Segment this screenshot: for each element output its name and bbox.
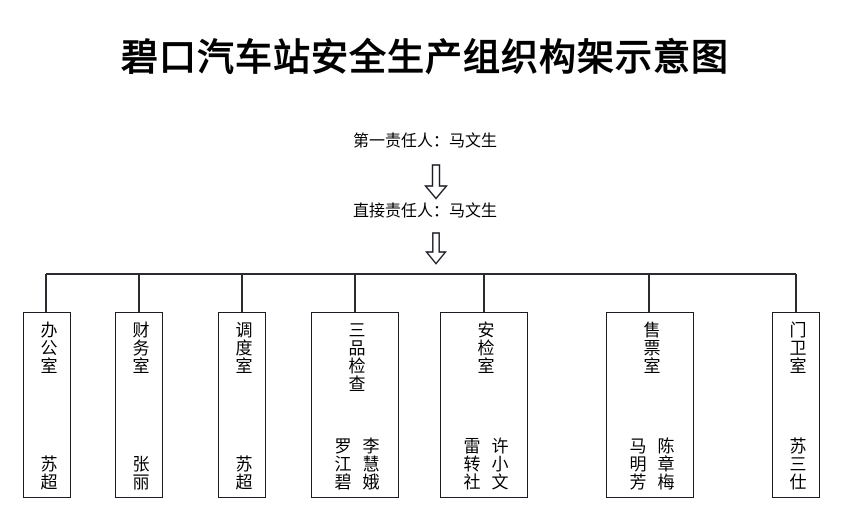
department-title: 调度室 [219,321,265,375]
department-staff: 苏超 [219,455,265,491]
staff-name: 苏三仕 [786,437,806,491]
staff-name: 李慧娥 [359,437,379,491]
department-box-4[interactable]: 安检室 许小文 雷转社 [440,312,528,498]
staff-name: 苏超 [37,455,57,491]
department-title-text: 三品检查 [345,321,365,393]
department-staff: 李慧娥 罗江碧 [312,437,398,491]
department-staff: 许小文 雷转社 [441,437,527,491]
department-box-5[interactable]: 售票室 陈章梅 马明芳 [606,312,694,498]
page-title: 碧口汽车站安全生产组织构架示意图 [121,38,729,79]
down-arrow-icon [425,232,447,265]
department-title-text: 售票室 [640,321,660,375]
department-staff: 张丽 [116,455,162,491]
department-box-3[interactable]: 三品检查 李慧娥 罗江碧 [311,312,399,498]
department-box-6[interactable]: 门卫室 苏三仕 [772,312,820,498]
department-title-text: 调度室 [232,321,252,375]
department-title: 售票室 [607,321,693,375]
staff-name: 许小文 [488,437,508,491]
department-box-0[interactable]: 办公室 苏超 [23,312,71,498]
department-staff: 苏超 [24,455,70,491]
staff-name: 雷转社 [460,437,480,491]
staff-name: 罗江碧 [331,437,351,491]
down-arrow-icon [424,164,448,200]
department-title-text: 办公室 [37,321,57,375]
department-title: 门卫室 [773,321,819,375]
department-staff: 苏三仕 [773,437,819,491]
department-title-text: 财务室 [129,321,149,375]
department-title: 安检室 [441,321,527,375]
department-title-text: 门卫室 [786,321,806,375]
department-box-1[interactable]: 财务室 张丽 [115,312,163,498]
department-title: 办公室 [24,321,70,375]
direct-responsible-person: 直接责任人：马文生 [352,203,497,220]
department-staff: 陈章梅 马明芳 [607,437,693,491]
staff-name: 张丽 [129,455,149,491]
department-title-text: 安检室 [474,321,494,375]
staff-name: 马明芳 [626,437,646,491]
department-row: 办公室 苏超 财务室 张丽 调度室 苏超 三品检查 [0,312,850,499]
first-responsible-person: 第一责任人：马文生 [352,133,497,150]
staff-name: 陈章梅 [654,437,674,491]
department-title: 财务室 [116,321,162,375]
department-box-2[interactable]: 调度室 苏超 [218,312,266,498]
staff-name: 苏超 [232,455,252,491]
department-title: 三品检查 [312,321,398,393]
